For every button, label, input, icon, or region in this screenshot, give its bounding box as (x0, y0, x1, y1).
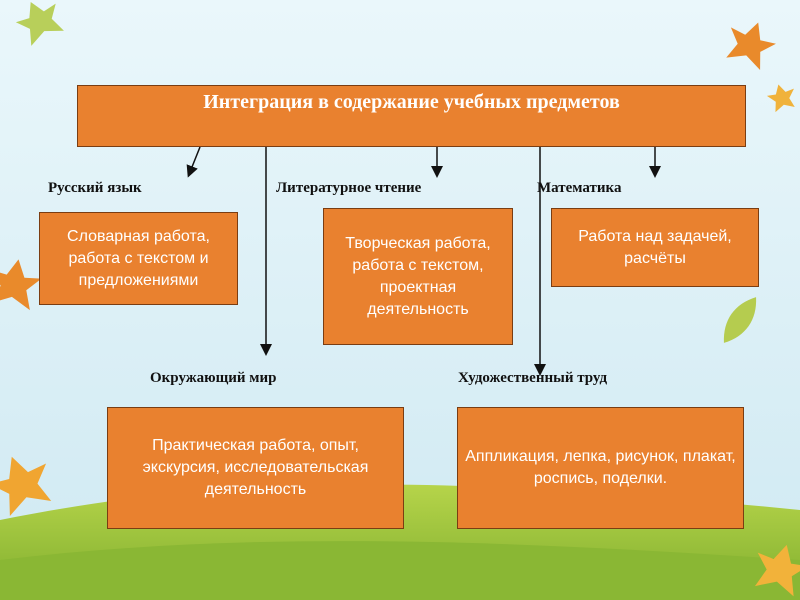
leaf-icon (0, 456, 52, 517)
integration-title: Интеграция в содержание учебных предмето… (203, 91, 620, 113)
leaf-icon (726, 22, 776, 70)
integration-title-box: Интеграция в содержание учебных предмето… (77, 85, 746, 147)
leaf-icon (723, 297, 757, 343)
subject-box-world: Практическая работа, опыт, экскурсия, ис… (107, 407, 404, 529)
subject-text-literature: Творческая работа, работа с текстом, про… (345, 234, 491, 318)
leaf-icon (766, 84, 795, 113)
subject-text-math: Работа над задачей, расчёты (578, 227, 732, 267)
subject-box-literature: Творческая работа, работа с текстом, про… (323, 208, 513, 345)
subject-box-russian: Словарная работа, работа с текстом и пре… (39, 212, 238, 305)
leaf-icon (15, 2, 64, 46)
subject-text-russian: Словарная работа, работа с текстом и пре… (67, 227, 210, 289)
subject-text-art-craft: Аппликация, лепка, рисунок, плакат, росп… (465, 448, 736, 487)
subject-label-literature: Литературное чтение (276, 180, 422, 196)
subject-label-math: Математика (537, 180, 622, 196)
subject-label-art-craft: Художественный труд (458, 370, 608, 386)
subject-box-math: Работа над задачей, расчёты (551, 208, 759, 287)
subject-label-russian: Русский язык (48, 180, 142, 196)
subject-box-art-craft: Аппликация, лепка, рисунок, плакат, росп… (457, 407, 744, 529)
subject-text-world: Практическая работа, опыт, экскурсия, ис… (142, 437, 369, 498)
leaf-icon (0, 259, 42, 311)
subject-label-world: Окружающий мир (150, 370, 277, 386)
leaf-icon (754, 544, 800, 597)
